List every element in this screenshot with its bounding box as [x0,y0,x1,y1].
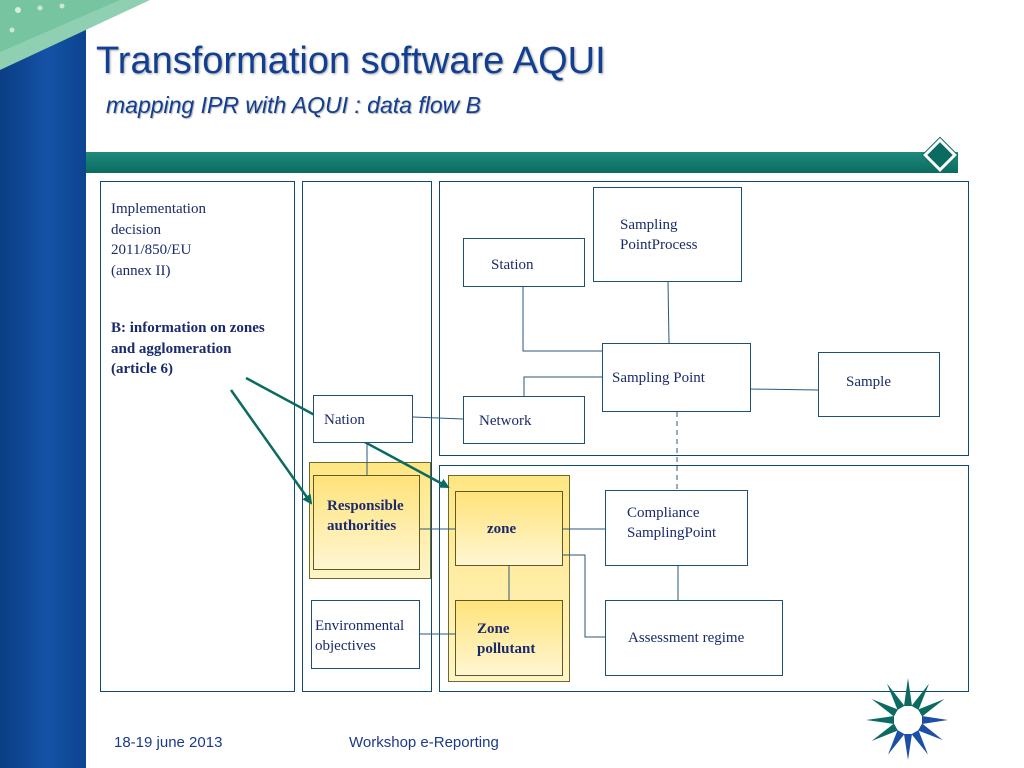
zone-pollutant-box: Zone pollutant [455,600,563,676]
sampling-point-box: Sampling Point [602,343,751,412]
slide-title: Transformation software AQUI [96,40,606,82]
left-decorative-bar [0,0,86,768]
sample-box: Sample [818,352,940,417]
responsible-authorities-box: Responsible authorities [313,475,420,570]
line-nation-network [412,416,464,420]
nation-box: Nation [313,395,413,443]
sampling-point-process-box: Sampling PointProcess [593,187,742,282]
environmental-objectives-box: Environmental objectives [311,600,420,669]
footer-date: 18-19 june 2013 [114,734,223,751]
line-network-samplingpoint [523,376,602,396]
slide-subtitle: mapping IPR with AQUI : data flow B [106,92,481,118]
header-band [86,152,958,173]
footer-event: Workshop e-Reporting [349,734,499,751]
compliance-sampling-point-box: Compliance SamplingPoint [605,490,748,566]
network-box: Network [463,396,585,444]
line-station-samplingpoint [522,287,602,352]
station-box: Station [463,238,585,287]
arrow-to-responsible-authorities [229,389,313,505]
implementation-decision-text: Implementation decision 2011/850/EU (ann… [111,201,206,279]
assessment-regime-box: Assessment regime [605,600,783,676]
information-on-zones-text: B: information on zones and agglomeratio… [111,320,265,377]
line-process-samplingpoint [667,281,670,344]
zone-box: zone [455,491,563,566]
line-zone-assessment [563,554,605,638]
eea-swirl-logo-icon [866,678,948,760]
line-samplingpoint-sample [749,388,819,391]
eu-stars-corner-icon [0,0,150,70]
